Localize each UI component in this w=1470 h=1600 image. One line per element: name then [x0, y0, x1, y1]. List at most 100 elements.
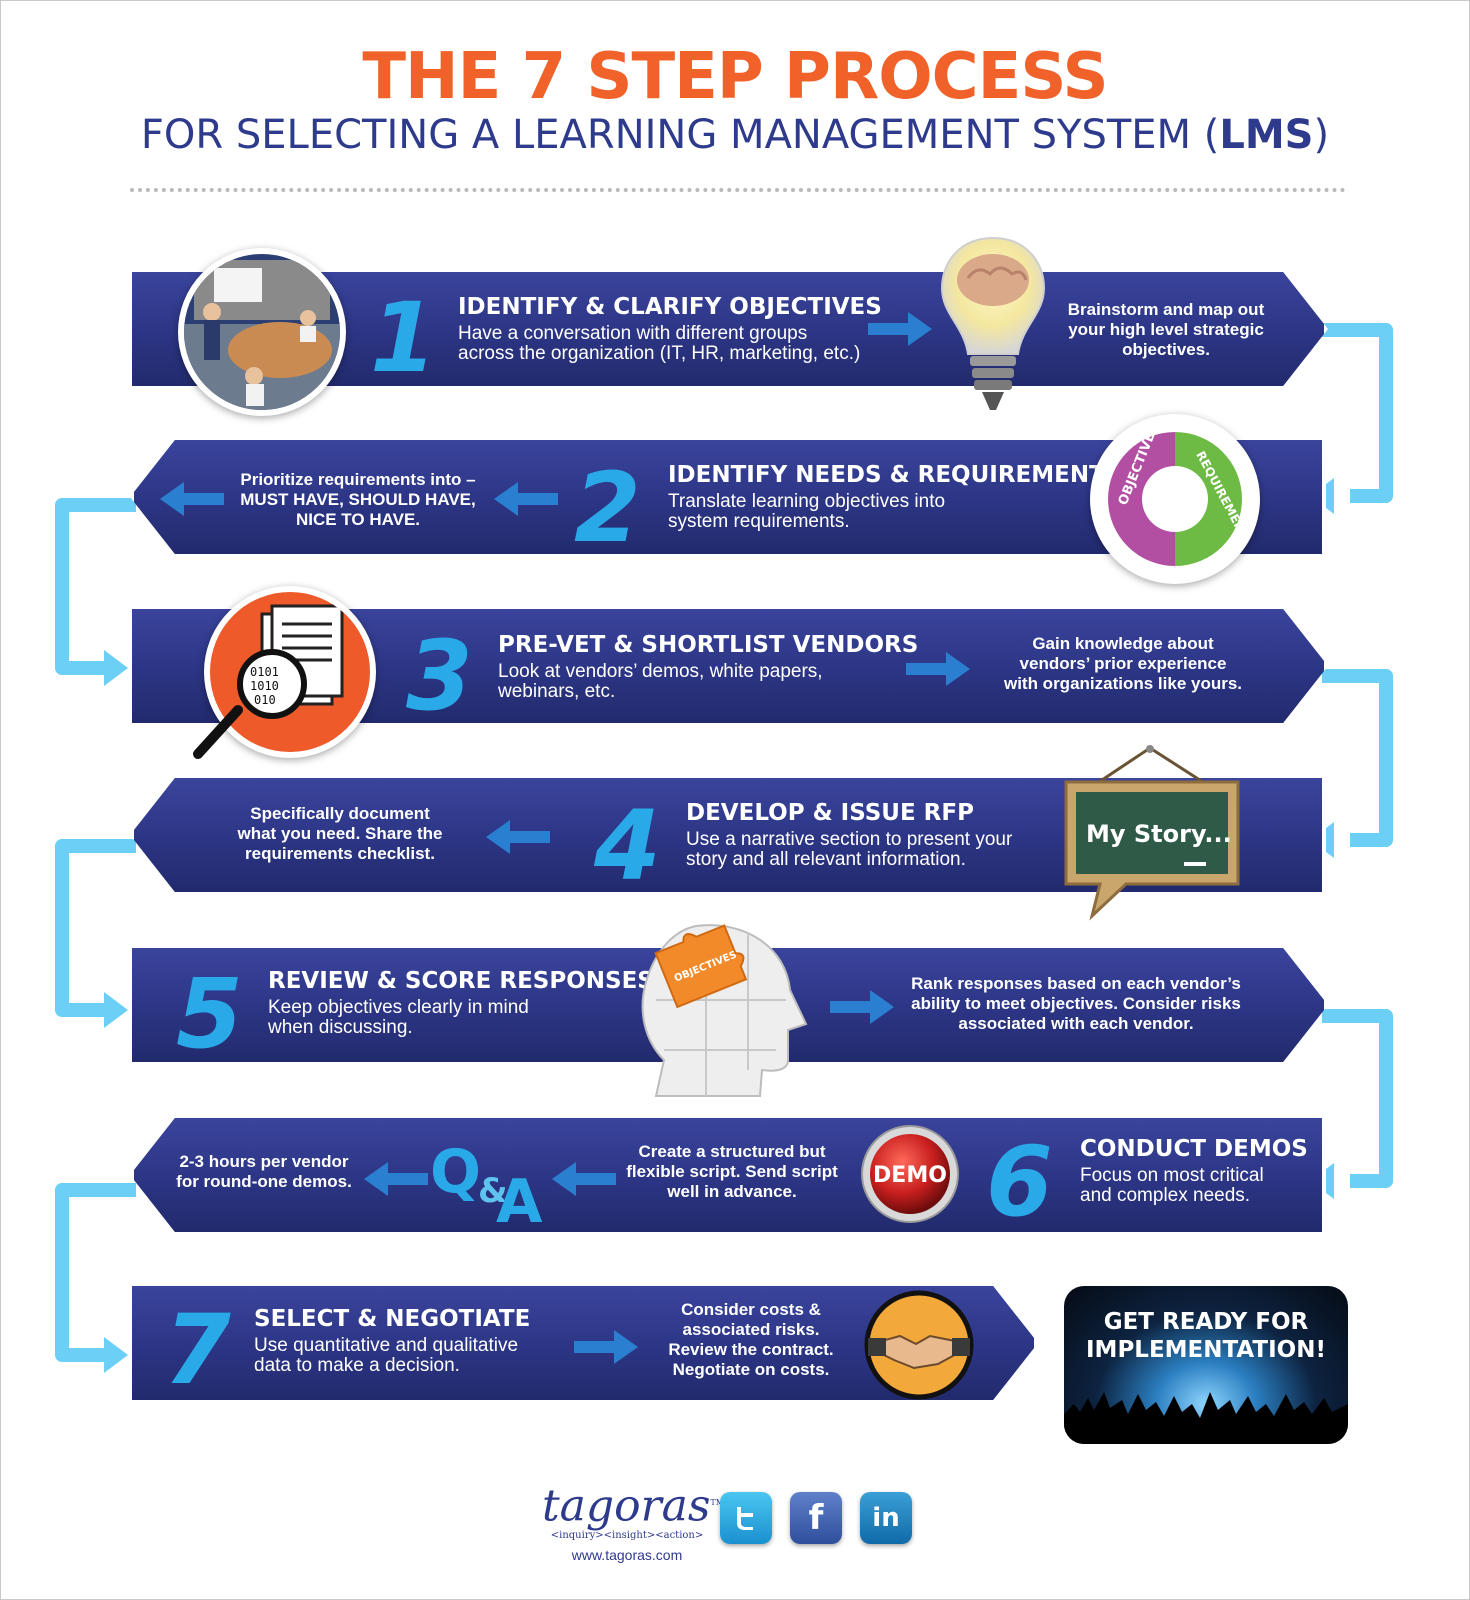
step-2-title: IDENTIFY NEEDS & REQUIREMENTS: [668, 462, 1122, 488]
connector-arrowhead: [104, 992, 128, 1028]
connector-4-5: [55, 839, 136, 1017]
step-3-desc-line: webinars, etc.: [498, 681, 616, 702]
facebook-glyph: f: [808, 1498, 824, 1538]
step-6-note-line: flexible script. Send script: [626, 1162, 838, 1181]
step-7-desc-line: data to make a decision.: [254, 1355, 460, 1376]
get-ready-line: IMPLEMENTATION!: [1086, 1337, 1326, 1363]
logo-wordmark: tagorasTM: [542, 1480, 724, 1532]
demo-button-icon: DEMO: [861, 1125, 959, 1223]
left-arrow-icon: [486, 820, 550, 854]
subtitle-main: FOR SELECTING A LEARNING MANAGEMENT SYST…: [140, 112, 1220, 158]
step-6-title: CONDUCT DEMOS: [1080, 1136, 1308, 1162]
step-4-note-line: requirements checklist.: [245, 844, 435, 863]
dotted-divider: [130, 188, 1346, 192]
step-5-desc: Keep objectives clearly in mind when dis…: [268, 998, 529, 1038]
step-1-note-line: your high level strategic: [1068, 320, 1264, 339]
step-3-title: PRE-VET & SHORTLIST VENDORS: [498, 632, 919, 658]
step-7-number: 7: [164, 1294, 231, 1406]
right-arrow-icon: [868, 312, 932, 346]
step-4-title: DEVELOP & ISSUE RFP: [686, 800, 974, 826]
step-6-note: Create a structured but flexible script.…: [612, 1142, 852, 1202]
subtitle-bold: LMS: [1219, 112, 1314, 158]
step-5-note-line: Rank responses based on each vendor’s: [911, 974, 1241, 993]
step-3-desc-line: Look at vendors’ demos, white papers,: [498, 661, 823, 682]
step-3-number: 3: [406, 620, 473, 732]
left-arrow-icon: [160, 482, 224, 516]
step-1-number: 1: [370, 282, 437, 394]
step-2-desc-line: system requirements.: [668, 511, 850, 532]
step-1-desc-line: across the organization (IT, HR, marketi…: [458, 343, 861, 364]
step-3-note: Gain knowledge about vendors’ prior expe…: [976, 634, 1270, 694]
step-6-desc: Focus on most critical and complex needs…: [1080, 1166, 1264, 1206]
connector-arrowhead: [104, 1337, 128, 1373]
step-4-note-line: what you need. Share the: [237, 824, 443, 843]
step-6-note-line: Create a structured but: [638, 1142, 826, 1161]
qa-letter-a: A: [496, 1167, 543, 1226]
chalkboard-text: My Story...: [1086, 820, 1232, 848]
step-5-title: REVIEW & SCORE RESPONSES: [268, 968, 654, 994]
step-2-desc-line: Translate learning objectives into: [668, 491, 946, 512]
step-2-note: Prioritize requirements into – MUST HAVE…: [226, 470, 490, 530]
connector-1-2: [1322, 323, 1393, 503]
step-7-title: SELECT & NEGOTIATE: [254, 1306, 531, 1332]
left-arrow-icon: [494, 482, 558, 516]
binary-line: 010: [254, 693, 276, 707]
linkedin-icon[interactable]: in: [860, 1492, 912, 1544]
step-6-number: 6: [986, 1126, 1053, 1238]
website-url[interactable]: www.tagoras.com: [571, 1546, 683, 1563]
step-5-note: Rank responses based on each vendor’s ab…: [896, 974, 1256, 1034]
logo-tag: <inquiry>: [550, 1529, 604, 1541]
right-arrow-icon: [830, 990, 894, 1024]
twitter-glyph: [737, 1507, 753, 1530]
step-7-note-line: associated risks.: [682, 1320, 820, 1339]
right-arrow-icon: [574, 1330, 638, 1364]
step-6-band: [130, 1114, 1326, 1236]
step-2-note-line: NICE TO HAVE.: [295, 510, 421, 529]
twitter-icon[interactable]: [720, 1492, 772, 1544]
step-5-note-line: ability to meet objectives. Consider ris…: [911, 994, 1241, 1013]
tagoras-logo[interactable]: tagorasTM <inquiry><insight><action> www…: [542, 1480, 724, 1564]
chalkboard-icon: My Story...: [1064, 745, 1240, 921]
step-6-note-line: well in advance.: [667, 1182, 797, 1201]
logo-tag: <insight>: [603, 1529, 656, 1541]
qa-letter-q: Q: [430, 1137, 481, 1207]
page-title: THE 7 STEP PROCESS: [362, 40, 1108, 114]
step-2-desc: Translate learning objectives into syste…: [668, 492, 945, 532]
step-7-note-line: Review the contract.: [668, 1340, 834, 1359]
step-6-note-left-line: for round-one demos.: [176, 1172, 352, 1191]
step-4-note: Specifically document what you need. Sha…: [218, 804, 462, 864]
connector-6-7: [55, 1183, 136, 1362]
subtitle-end: ): [1313, 112, 1330, 158]
step-3-note-line: vendors’ prior experience: [1019, 654, 1227, 673]
step-1-title: IDENTIFY & CLARIFY OBJECTIVES: [458, 294, 882, 320]
step-4-desc: Use a narrative section to present your …: [686, 830, 1012, 870]
step-4-desc-line: story and all relevant information.: [686, 849, 966, 870]
step-1-note: Brainstorm and map out your high level s…: [1046, 300, 1286, 360]
step-7-desc: Use quantitative and qualitative data to…: [254, 1336, 518, 1376]
qa-ampersand: &: [478, 1171, 508, 1211]
step-1-desc: Have a conversation with different group…: [458, 324, 860, 364]
left-arrow-icon: [552, 1162, 616, 1196]
right-arrow-icon: [906, 652, 970, 686]
handshake-icon: [864, 1290, 974, 1400]
binary-line: 0101: [250, 665, 279, 679]
step-2-note-line: Prioritize requirements into –: [240, 470, 476, 489]
qa-icon: Q & A: [430, 1137, 543, 1226]
facebook-icon[interactable]: f: [790, 1492, 842, 1544]
magnifier-handle: [193, 705, 243, 759]
logo-tm: TM: [710, 1498, 724, 1507]
logo-tag: <action>: [655, 1529, 704, 1541]
page-subtitle: FOR SELECTING A LEARNING MANAGEMENT SYST…: [0, 112, 1470, 158]
objectives-requirements-cycle: OBJECTIVES REQUIREMENTS: [1090, 414, 1260, 584]
document-search-illustration: 0101 1010 010: [204, 586, 376, 758]
step-3-note-line: Gain knowledge about: [1032, 634, 1214, 653]
get-ready-box: GET READY FOR IMPLEMENTATION!: [1064, 1286, 1348, 1444]
step-1-note-line: Brainstorm and map out: [1067, 300, 1265, 319]
logo-tagline: <inquiry><insight><action>: [542, 1530, 712, 1542]
step-2-number: 2: [574, 452, 641, 564]
lightbulb-brain-icon: [940, 236, 1046, 410]
logo-text: tagoras: [542, 1480, 711, 1532]
step-6-note-left: 2-3 hours per vendor for round-one demos…: [160, 1152, 368, 1192]
step-6-desc-line: and complex needs.: [1080, 1185, 1251, 1206]
